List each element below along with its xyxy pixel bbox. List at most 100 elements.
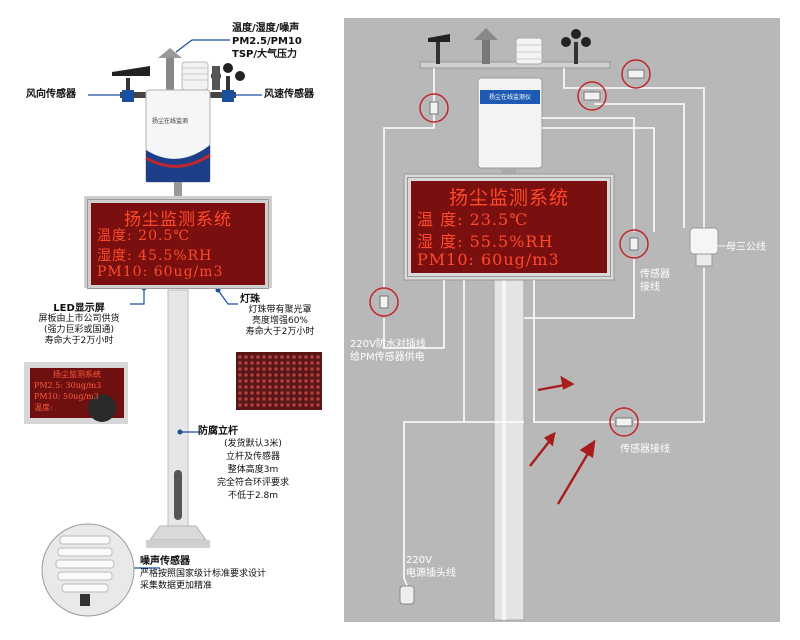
inset-led-line: PM10: 50ug/m3 (34, 392, 99, 401)
lamp-bead (238, 361, 242, 365)
lamp-bead (268, 397, 272, 401)
lamp-bead (304, 361, 308, 365)
lamp-bead (274, 361, 278, 365)
lamp-bead (262, 391, 266, 395)
inset-led-line: 温度: (34, 403, 53, 412)
rain-cap-sensor (474, 28, 498, 64)
lamp-bead (280, 403, 284, 407)
lamp-bead (274, 403, 278, 407)
callout-line: TSP/大气压力 (232, 49, 298, 60)
lamp-bead (298, 355, 302, 359)
led-humidity: 湿度: 45.5%RH (97, 248, 213, 264)
lamp-bead (274, 397, 278, 401)
lamp-bead (292, 367, 296, 371)
wind-speed-label: 风速传感器 (264, 89, 314, 100)
lamp-bead (316, 361, 320, 365)
lamp-bead (298, 373, 302, 377)
lamp-bead (292, 373, 296, 377)
lamp-bead (238, 403, 242, 407)
lamp-bead (286, 385, 290, 389)
lamp-bead (262, 403, 266, 407)
wind-direction-label: 风向传感器 (26, 89, 76, 100)
lamp-bead (244, 397, 248, 401)
lamp-bead (298, 385, 302, 389)
lamp-bead (250, 373, 254, 377)
lamp-bead (262, 373, 266, 377)
led-screen: 扬尘监测系统 温度: 20.5℃ 湿度: 45.5%RH PM10: 60ug/… (88, 200, 268, 288)
lamp-bead (250, 385, 254, 389)
lamp-bead (244, 403, 248, 407)
callout-line: 完全符合环评要求 (216, 478, 289, 488)
lamp-bead (316, 373, 320, 377)
lamp-bead (280, 379, 284, 383)
box-label: 扬尘在线监测仪 (488, 94, 531, 101)
lamp-bead (256, 355, 260, 359)
lamp-bead (304, 367, 308, 371)
right-illustration (369, 28, 719, 621)
lamp-bead (316, 355, 320, 359)
lamp-bead (274, 367, 278, 371)
lamp-bead (262, 367, 266, 371)
lamp-bead (310, 379, 314, 383)
lamp-bead (268, 403, 272, 407)
lamp-bead (304, 403, 308, 407)
lamp-bead (268, 379, 272, 383)
lamp-bead (292, 391, 296, 395)
callout-line: 屏板由上市公司供货 (38, 314, 120, 324)
noise-callout: 噪声传感器 严格按照国家级计标准要求设计 采集数据更加精准 (140, 556, 266, 592)
lamp-bead (268, 391, 272, 395)
lamp-bead (286, 379, 290, 383)
label-line: 220V防水对插线 (350, 339, 426, 350)
waterproof-connector-label: 220V防水对插线 给PM传感器供电 (350, 338, 426, 364)
inset-led-line: PM2.5: 30ug/m3 (34, 381, 102, 390)
lamp-bead (250, 379, 254, 383)
lamp-bead (310, 361, 314, 365)
lamp-bead (280, 391, 284, 395)
callout-line: PM2.5/PM10 (232, 36, 302, 47)
lamp-bead (274, 385, 278, 389)
wiring (383, 68, 705, 589)
lamp-bead (286, 367, 290, 371)
wind-speed-sensor (561, 29, 591, 64)
pole-callout: 防腐立杆 (发货默认3米) 立杆及传感器 整体高度3m 完全符合环评要求 不低于… (198, 425, 308, 503)
louver-sensor (515, 37, 543, 65)
lamp-bead (316, 403, 320, 407)
lamp-bead (274, 355, 278, 359)
pole-slot (174, 470, 182, 520)
label-line: 给PM传感器供电 (350, 352, 425, 363)
pole (493, 279, 525, 621)
noise-sensor-shields (55, 535, 115, 606)
led-title: 扬尘监测系统 (124, 210, 232, 230)
callout-line: (发货默认3米) (224, 439, 282, 449)
lamp-bead (292, 361, 296, 365)
lamp-bead (256, 373, 260, 377)
callout-heading: LED显示屏 (53, 303, 105, 314)
lamp-bead (256, 379, 260, 383)
lamp-bead (244, 379, 248, 383)
callout-line: 不低于2.8m (227, 491, 279, 501)
lamp-bead (304, 379, 308, 383)
lamp-bead (274, 391, 278, 395)
led-screen-callout: LED显示屏 屏板由上市公司供货 (强力巨彩或国通) 寿命大于2万小时 (14, 303, 144, 347)
pole-flange (146, 540, 210, 548)
lamp-bead (292, 403, 296, 407)
lamp-bead (250, 355, 254, 359)
lamp-bead (238, 367, 242, 371)
lamp-bead (238, 397, 242, 401)
lamp-bead (244, 385, 248, 389)
lamp-bead (238, 373, 242, 377)
callout-line: 灯珠带有聚光罩 (248, 305, 312, 315)
lamp-bead (286, 361, 290, 365)
callout-line: 寿命大于2万小时 (245, 327, 315, 337)
lamp-bead (244, 361, 248, 365)
lamp-bead (298, 367, 302, 371)
lamp-bead (316, 397, 320, 401)
sensor-crossbar (419, 61, 611, 69)
lamp-bead (280, 373, 284, 377)
lamp-bead (304, 355, 308, 359)
lamp-bead (244, 391, 248, 395)
top-sensors-callout: 温度/湿度/噪声 PM2.5/PM10 TSP/大气压力 (232, 22, 302, 61)
lamp-bead (238, 355, 242, 359)
lamp-bead (310, 355, 314, 359)
pole-base (149, 525, 207, 541)
